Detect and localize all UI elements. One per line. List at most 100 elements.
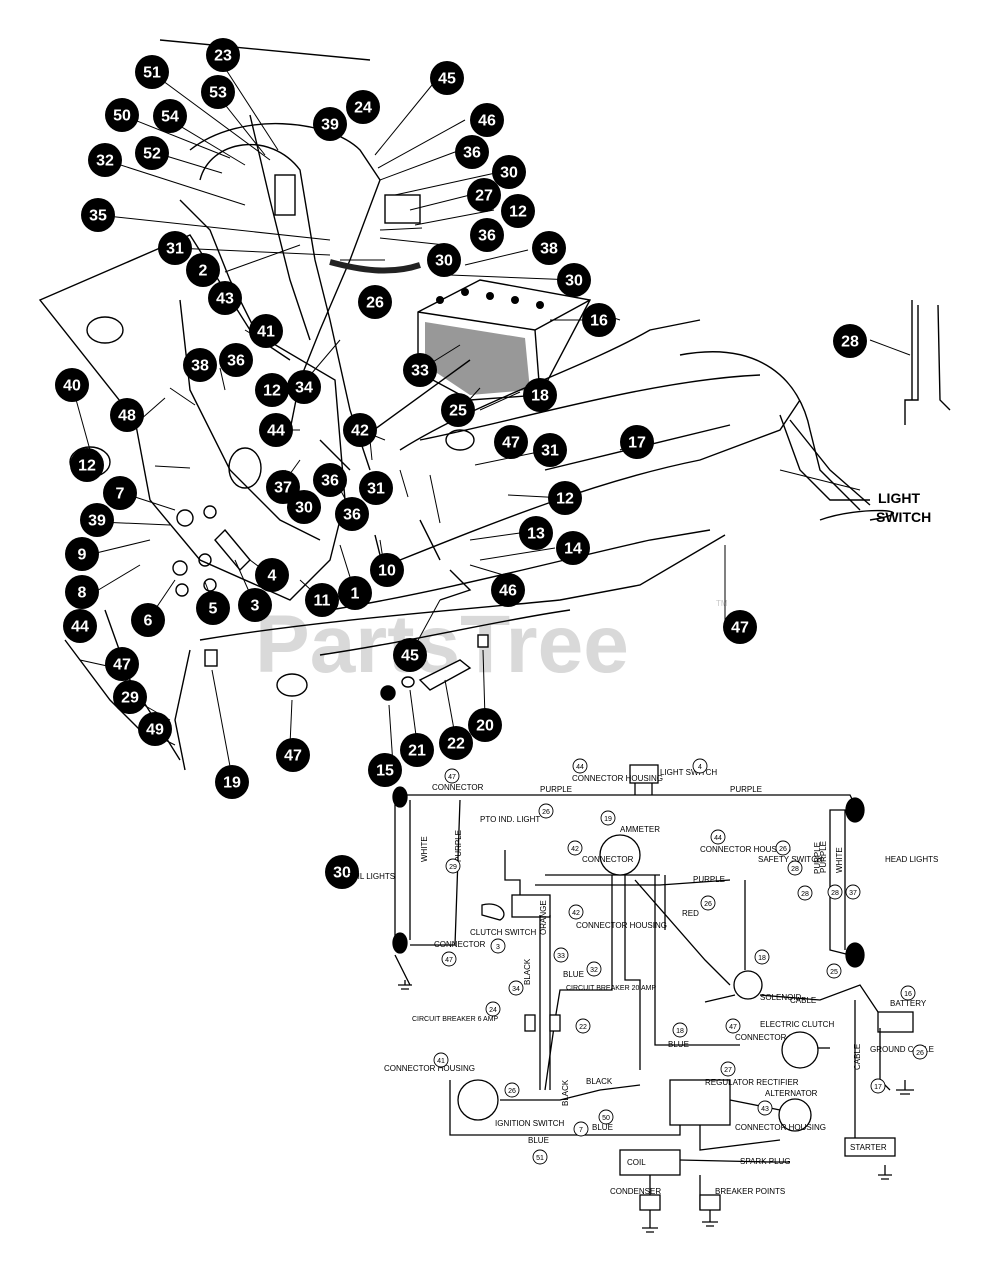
callout-number: 36 — [478, 228, 496, 245]
part-callout-47: 47 — [276, 738, 310, 772]
ref-number: 28 — [791, 866, 799, 873]
callout-number: 47 — [284, 748, 302, 765]
callout-number: 8 — [78, 585, 87, 602]
callout-bubble — [249, 314, 283, 348]
part-callout-12: 12 — [501, 194, 535, 228]
callout-number: 41 — [257, 324, 275, 341]
schematic-label: RED — [682, 909, 699, 918]
part-callout-8: 8 — [65, 575, 99, 609]
ref-number: 43 — [761, 1106, 769, 1113]
schematic-label: GROUND CABLE — [870, 1045, 934, 1054]
callout-bubble — [468, 708, 502, 742]
schematic-ref-26: 26 — [504, 1082, 520, 1098]
part-callout-21: 21 — [400, 733, 434, 767]
callout-bubble — [557, 263, 591, 297]
callout-number: 23 — [214, 48, 232, 65]
schematic-label: BLACK — [561, 1079, 570, 1106]
callout-number: 12 — [509, 204, 527, 221]
schematic-label: ORANGE — [539, 900, 548, 935]
schematic-label: PURPLE — [730, 785, 762, 794]
callout-number: 25 — [449, 403, 467, 420]
callout-number: 39 — [321, 117, 339, 134]
callout-bubble — [492, 155, 526, 189]
callout-number: 44 — [71, 619, 89, 636]
ref-circle — [532, 1149, 548, 1165]
ref-number: 33 — [557, 953, 565, 960]
callout-bubble — [206, 38, 240, 72]
ref-number: 26 — [916, 1050, 924, 1057]
schematic-label: HEAD LIGHTS — [885, 855, 938, 864]
part-callout-16: 16 — [582, 303, 616, 337]
part-callout-46: 46 — [470, 103, 504, 137]
schematic-ref-22: 22 — [575, 1018, 591, 1034]
watermark-tm: TM — [716, 599, 728, 608]
ref-circle — [445, 858, 461, 874]
part-callout-26: 26 — [358, 285, 392, 319]
schematic-label: CIRCUIT BREAKER 6 AMP — [412, 1016, 499, 1023]
schematic-ref-47: 47 — [444, 768, 460, 784]
ref-circle — [775, 840, 791, 856]
schematic-label: CONDENSER — [610, 1187, 661, 1196]
ref-circle — [567, 840, 583, 856]
ref-circle — [572, 758, 588, 774]
callout-bubble — [532, 231, 566, 265]
ref-number: 42 — [572, 910, 580, 917]
callout-number: 33 — [411, 363, 429, 380]
part-callout-29: 29 — [113, 680, 147, 714]
callout-number: 31 — [166, 241, 184, 258]
ref-number: 37 — [849, 890, 857, 897]
schematic-label: PURPLE — [693, 875, 725, 884]
callout-number: 26 — [366, 295, 384, 312]
callout-number: 52 — [143, 146, 161, 163]
callout-number: 15 — [376, 763, 394, 780]
callout-number: 28 — [841, 334, 859, 351]
ref-circle — [441, 951, 457, 967]
ref-circle — [692, 758, 708, 774]
schematic-label: CONNECTOR — [582, 855, 634, 864]
schematic-label: SAFETY SWITCH — [758, 855, 823, 864]
callout-number: 38 — [540, 241, 558, 258]
schematic-ref-33: 33 — [553, 947, 569, 963]
callout-bubble — [370, 553, 404, 587]
callout-bubble — [620, 425, 654, 459]
schematic-ref-26: 26 — [775, 840, 791, 856]
schematic-ref-34: 34 — [508, 980, 524, 996]
ref-number: 24 — [489, 1007, 497, 1014]
schematic-label: PTO IND. LIGHT — [480, 815, 540, 824]
part-callout-39: 39 — [80, 503, 114, 537]
part-callout-50: 50 — [105, 98, 139, 132]
part-callout-38: 38 — [532, 231, 566, 265]
ref-circle — [845, 884, 861, 900]
part-callout-1: 1 — [338, 576, 372, 610]
callout-bubble — [335, 497, 369, 531]
callout-number: 37 — [274, 480, 292, 497]
schematic-ref-28: 28 — [827, 884, 843, 900]
callout-number: 5 — [209, 601, 218, 618]
part-callout-47: 47 — [723, 610, 757, 644]
part-callout-44: 44 — [259, 413, 293, 447]
callout-bubble — [833, 324, 867, 358]
part-callout-15: 15 — [368, 753, 402, 787]
callout-bubble — [208, 281, 242, 315]
callout-bubble — [219, 343, 253, 377]
part-callout-30: 30 — [557, 263, 591, 297]
schematic-label: SOLENOID — [760, 993, 802, 1002]
schematic-label: CONNECTOR HOUSING — [384, 1064, 475, 1073]
schematic-ref-37: 37 — [845, 884, 861, 900]
callout-bubble — [359, 471, 393, 505]
part-callout-30: 30 — [325, 855, 359, 889]
callout-number: 24 — [354, 100, 372, 117]
schematic-label: BREAKER POINTS — [715, 1187, 785, 1196]
callout-number: 48 — [118, 408, 136, 425]
callout-bubble — [287, 370, 321, 404]
callout-bubble — [186, 253, 220, 287]
callout-bubble — [501, 194, 535, 228]
part-callout-22: 22 — [439, 726, 473, 760]
callout-number: 9 — [78, 547, 87, 564]
callout-bubble — [556, 531, 590, 565]
callout-number: 30 — [500, 165, 518, 182]
part-callout-38: 38 — [183, 348, 217, 382]
part-callout-13: 13 — [519, 516, 553, 550]
part-callout-2: 2 — [186, 253, 220, 287]
